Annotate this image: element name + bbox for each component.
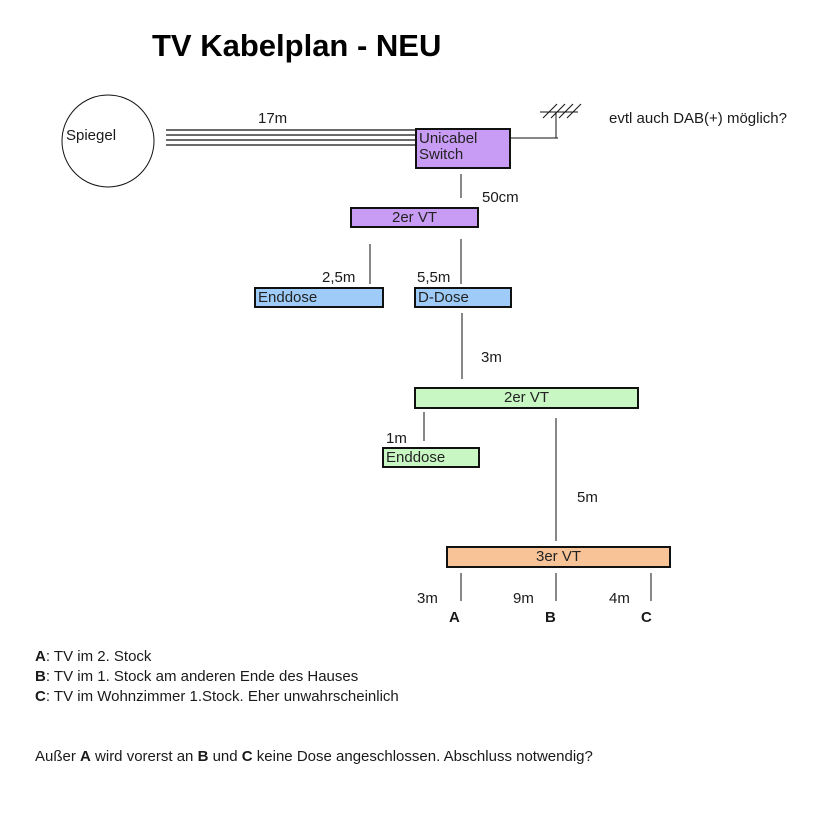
outlet-c: C [641, 609, 652, 626]
spiegel-label: Spiegel [66, 127, 117, 144]
enddose-2-box: Enddose [382, 447, 480, 468]
outlet-b: B [545, 609, 556, 626]
vt2-top-box: 2er VT [350, 207, 479, 228]
switch-line-2: Switch [419, 146, 464, 163]
length-3m-a: 3m [417, 590, 438, 607]
antenna-icon [511, 103, 582, 139]
d-dose-box: D-Dose [414, 287, 512, 308]
vt2-middle-box: 2er VT [414, 387, 639, 409]
length-5m: 5m [577, 489, 598, 506]
length-1m: 1m [386, 430, 407, 447]
spiegel-circle [61, 94, 155, 188]
switch-line-1: Unicabel [419, 130, 478, 147]
unicabel-switch-box: Unicabel Switch [415, 128, 511, 169]
legend: A: TV im 2. Stock B: TV im 1. Stock am a… [35, 647, 399, 707]
vt3-box: 3er VT [446, 546, 671, 568]
dab-note: evtl auch DAB(+) möglich? [609, 110, 787, 127]
length-5-5m: 5,5m [417, 269, 451, 286]
length-3m: 3m [481, 349, 502, 366]
legend-item-b: B: TV im 1. Stock am anderen Ende des Ha… [35, 668, 359, 685]
outlet-a: A [449, 609, 460, 626]
cable-17m [166, 129, 416, 146]
footer-note: Außer A wird vorerst an B und C keine Do… [35, 748, 593, 765]
enddose-1-box: Enddose [254, 287, 384, 308]
length-2-5m: 2,5m [322, 269, 356, 286]
legend-item-a: A: TV im 2. Stock [35, 648, 152, 665]
page-title: TV Kabelplan - NEU [152, 28, 442, 63]
length-9m-b: 9m [513, 590, 534, 607]
legend-item-c: C: TV im Wohnzimmer 1.Stock. Eher unwahr… [35, 688, 399, 705]
length-17m: 17m [258, 110, 288, 127]
length-50cm: 50cm [482, 189, 519, 206]
length-4m-c: 4m [609, 590, 630, 607]
